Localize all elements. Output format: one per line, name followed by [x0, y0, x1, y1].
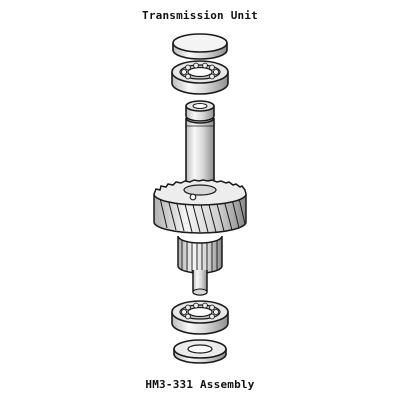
upper-bearing	[171, 60, 229, 95]
lower-shaft	[192, 270, 208, 296]
lower-bearing	[171, 300, 229, 335]
washer	[173, 339, 227, 364]
diagram-subtitle: HM3-331 Assembly	[145, 378, 255, 391]
helical-gear	[153, 179, 247, 234]
diagram-title: Transmission Unit	[142, 9, 258, 22]
cap	[172, 33, 228, 60]
shaft-collar	[185, 100, 215, 122]
pinion	[177, 235, 223, 274]
upper-shaft	[185, 117, 215, 196]
